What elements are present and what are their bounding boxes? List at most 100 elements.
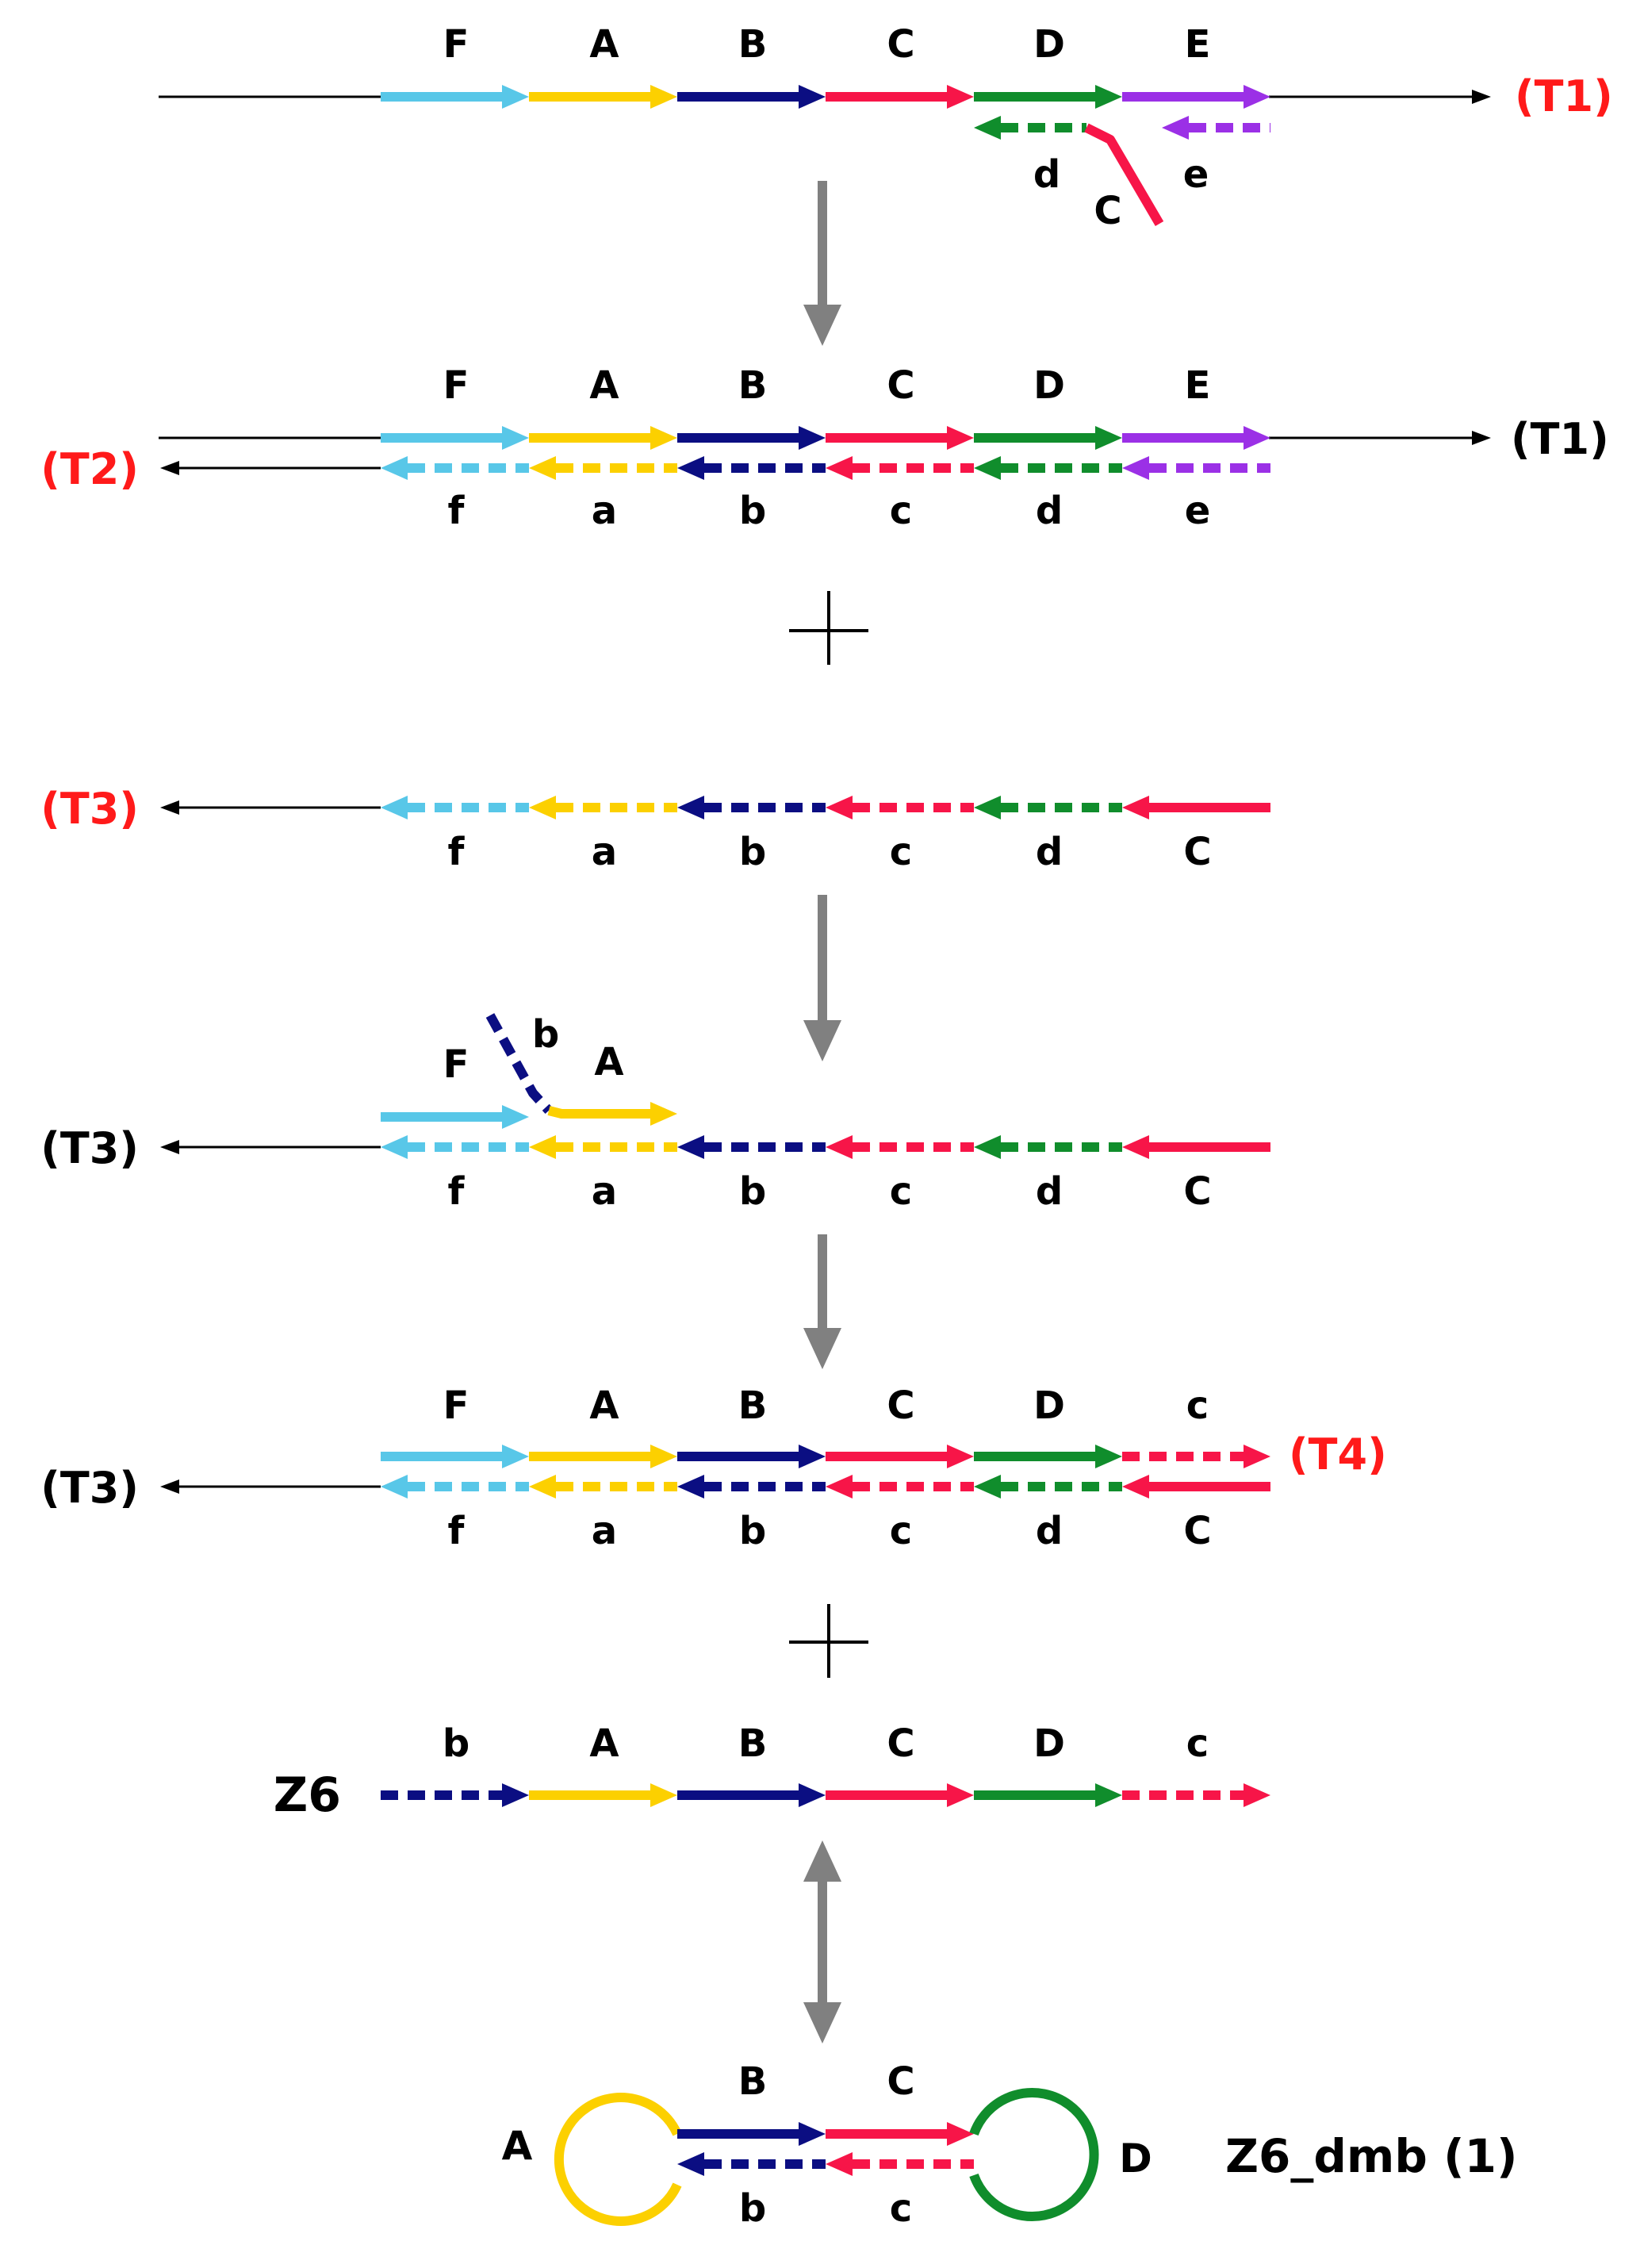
invader-label-C: C (1094, 189, 1121, 233)
label-b: b (532, 1012, 559, 1057)
arrowhead (502, 1105, 529, 1129)
arrowhead (677, 1475, 704, 1499)
label-A: A (589, 1383, 619, 1428)
label-a: a (592, 1509, 617, 1553)
label-d: d (1036, 489, 1063, 533)
label-C: C (887, 22, 914, 67)
domain-D-head (1095, 85, 1122, 109)
label-D: D (1033, 22, 1065, 67)
label-A: A (589, 363, 619, 408)
label-C: C (1183, 830, 1211, 874)
label-C: C (887, 363, 914, 408)
arrowhead (1095, 426, 1122, 450)
arrowhead (803, 305, 841, 346)
label-b: b (443, 1721, 469, 1766)
arrowhead (799, 1445, 826, 1468)
label-F: F (443, 1383, 469, 1428)
label-a: a (592, 489, 617, 533)
arrowhead (1122, 1475, 1149, 1499)
arrowhead (1095, 1783, 1122, 1807)
label-C: C (887, 1383, 914, 1428)
label-F: F (443, 22, 469, 67)
invader-label-d: d (1033, 152, 1060, 197)
arrowhead (947, 1783, 974, 1807)
arrowhead (1122, 796, 1149, 819)
arrowhead (529, 796, 556, 819)
arrowhead (1244, 1445, 1270, 1468)
domain-A-head (650, 85, 677, 109)
arrowhead (826, 796, 853, 819)
arrowhead (529, 1475, 556, 1499)
arrowhead (947, 1445, 974, 1468)
label-B: B (738, 363, 768, 408)
label-A: A (589, 1721, 619, 1766)
backbone-arrowhead (160, 1479, 179, 1494)
label-b: b (739, 1169, 766, 1214)
arrowhead (1244, 426, 1270, 450)
stage-5: F A B C D c (T4) (T3) f a (40, 1383, 1387, 1553)
strand-label-T3: (T3) (40, 1463, 139, 1513)
arrowhead (677, 796, 704, 819)
strand-label-T4: (T4) (1289, 1429, 1387, 1479)
loop-label-D: D (1119, 2136, 1152, 2182)
backbone-top-arrowhead (1472, 431, 1491, 445)
label-E: E (1185, 22, 1211, 67)
invader-A (547, 1106, 654, 1119)
loop-D (969, 2088, 1099, 2221)
label-a: a (592, 1169, 617, 1214)
strand-label-T3: (T3) (40, 784, 139, 834)
label-b: b (739, 489, 766, 533)
arrowhead (1244, 1783, 1270, 1807)
reaction-arrow-1 (803, 181, 841, 346)
arrowhead (1095, 1445, 1122, 1468)
stage-2: F A B C D E (T1) (T2) (40, 363, 1609, 533)
arrowhead (650, 1783, 677, 1807)
label-c: c (890, 2186, 912, 2231)
arrowhead (803, 2002, 841, 2044)
arrowhead (826, 456, 853, 480)
label-a: a (592, 830, 617, 874)
invader-C (1084, 123, 1164, 227)
arrowhead (381, 796, 408, 819)
label-d: d (1036, 830, 1063, 874)
label-c: c (890, 1509, 912, 1553)
arrowhead (803, 1328, 841, 1369)
backbone-arrowhead (160, 1140, 179, 1154)
arrowhead (947, 426, 974, 450)
arrowhead (529, 1135, 556, 1159)
label-B: B (738, 1721, 768, 1766)
arrowhead (826, 1135, 853, 1159)
arrowhead (1122, 456, 1149, 480)
strand-label-T1: (T1) (1515, 71, 1613, 121)
arrowhead (502, 426, 529, 450)
strand-label-T1: (T1) (1511, 414, 1609, 464)
label-c: c (890, 1169, 912, 1214)
arrowhead (799, 2122, 826, 2146)
arrowhead (650, 1102, 677, 1126)
arrowhead (799, 426, 826, 450)
stage-3: (T3) f a b c d C (40, 784, 1270, 874)
arrowhead (799, 1783, 826, 1807)
complex-name: Z6_dmb (1) (1225, 2129, 1517, 2183)
stage-1: F A B C D E (T1) d e C (159, 22, 1613, 233)
strand-label-T3: (T3) (40, 1123, 139, 1173)
arrowhead (974, 1135, 1001, 1159)
label-C: C (1183, 1509, 1211, 1553)
label-f: f (448, 489, 466, 533)
strand-label-Z6: Z6 (274, 1767, 341, 1823)
label-d: d (1036, 1509, 1063, 1553)
invader-b (485, 1013, 553, 1115)
strand-label-T2: (T2) (40, 444, 139, 494)
backbone-bottom-arrowhead (160, 461, 179, 475)
label-C: C (1183, 1169, 1211, 1214)
domain-F-head (502, 85, 529, 109)
equilibrium-arrow (803, 1840, 841, 2044)
stage-7: B C A D b c Z6_dmb (1) (502, 2059, 1518, 2231)
label-B: B (738, 1383, 768, 1428)
domain-C-head (947, 85, 974, 109)
plus-sign-1 (789, 591, 868, 665)
plus-sign-2 (789, 1604, 868, 1678)
arrowhead (381, 1475, 408, 1499)
label-c: c (890, 489, 912, 533)
